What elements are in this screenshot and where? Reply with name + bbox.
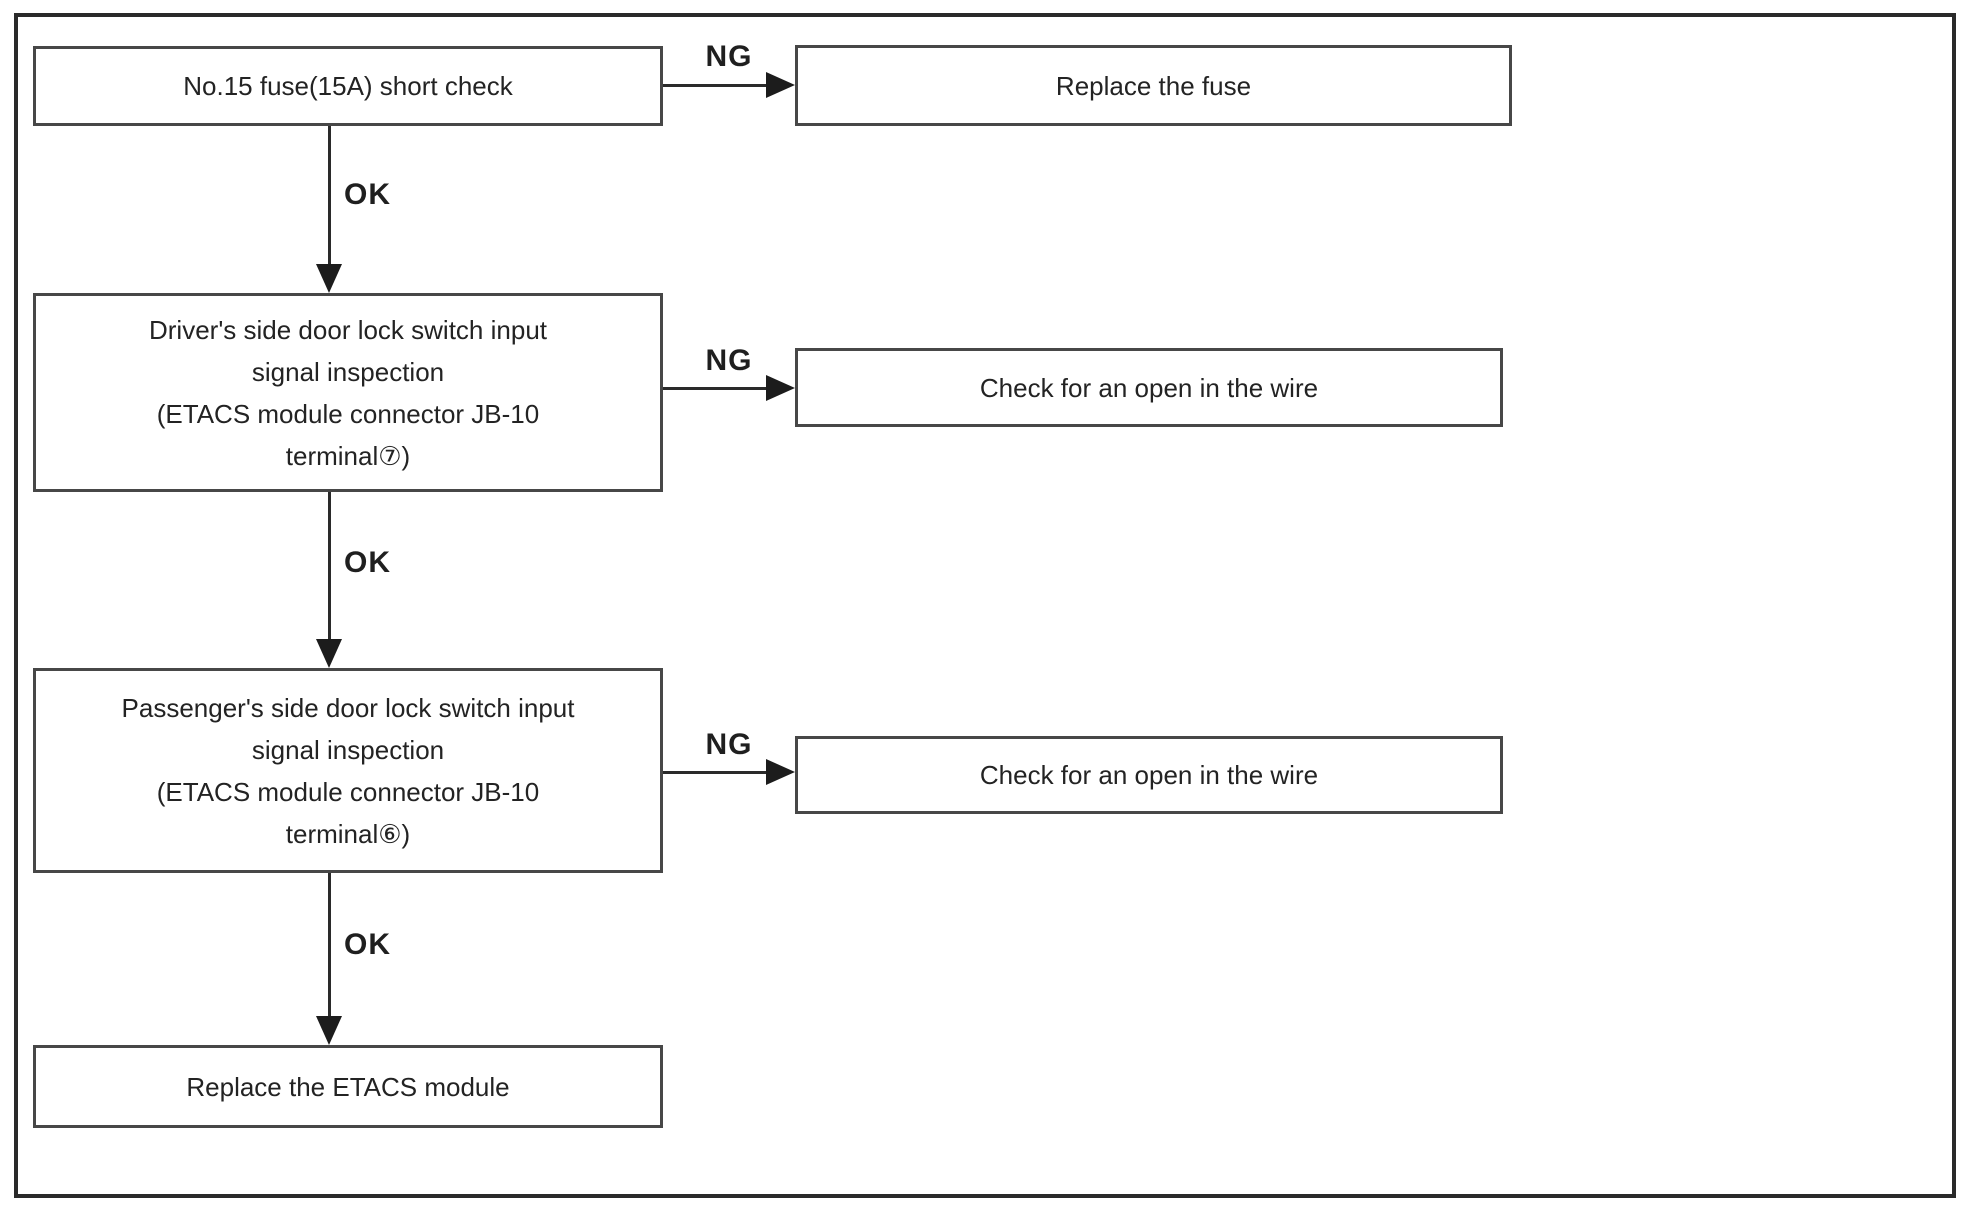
node-check-wire-2-label: Check for an open in the wire bbox=[979, 760, 1319, 790]
node-check-wire-1: Check for an open in the wire bbox=[795, 348, 1503, 427]
arrow-down-icon bbox=[316, 264, 342, 293]
node-replace-fuse: Replace the fuse bbox=[795, 45, 1512, 126]
ok-edge-2-line bbox=[328, 492, 331, 639]
node-fuse-check-label: No.15 fuse(15A) short check bbox=[183, 71, 513, 101]
ng-edge-3-line bbox=[663, 771, 766, 774]
node-replace-etacs-label: Replace the ETACS module bbox=[186, 1071, 510, 1102]
node-passenger-inspection-line-3: (ETACS module connector JB-10 bbox=[156, 776, 540, 807]
ng-edge-1-line bbox=[663, 84, 766, 87]
arrow-right-icon bbox=[766, 375, 795, 401]
arrow-right-icon bbox=[766, 72, 795, 98]
ok-edge-3-line bbox=[328, 873, 331, 1016]
node-replace-etacs: Replace the ETACS module bbox=[33, 1045, 663, 1128]
ok-edge-1-line bbox=[328, 126, 331, 264]
ng-edge-2-line bbox=[663, 387, 766, 390]
arrow-down-icon bbox=[316, 1016, 342, 1045]
node-check-wire-1-label: Check for an open in the wire bbox=[979, 372, 1319, 403]
ok-edge-2-label: OK bbox=[344, 546, 391, 579]
node-driver-inspection-line-3: (ETACS module connector JB-10 bbox=[156, 398, 540, 429]
node-driver-inspection: Driver's side door lock switch input sig… bbox=[33, 293, 663, 492]
node-passenger-inspection-line-2: signal inspection bbox=[251, 734, 445, 765]
node-passenger-inspection-line-4: terminal⑥) bbox=[285, 818, 411, 849]
node-driver-inspection-line-1: Driver's side door lock switch input bbox=[149, 314, 547, 345]
node-check-wire-2: Check for an open in the wire bbox=[795, 736, 1503, 814]
node-driver-inspection-line-2: signal inspection bbox=[251, 356, 445, 387]
ng-edge-1-label: NG bbox=[705, 40, 753, 73]
node-passenger-inspection-line-1: Passenger's side door lock switch input bbox=[121, 692, 575, 723]
arrow-right-icon bbox=[766, 759, 795, 785]
ng-edge-3-label: NG bbox=[705, 728, 753, 761]
node-passenger-inspection: Passenger's side door lock switch input … bbox=[33, 668, 663, 873]
node-replace-fuse-label: Replace the fuse bbox=[1055, 70, 1252, 101]
outer-frame bbox=[14, 13, 1956, 1198]
ng-edge-2-label: NG bbox=[705, 344, 753, 377]
node-driver-inspection-line-4: terminal⑦) bbox=[285, 440, 411, 471]
arrow-down-icon bbox=[316, 639, 342, 668]
ok-edge-3-label: OK bbox=[344, 928, 391, 961]
ok-edge-1-label: OK bbox=[344, 178, 391, 211]
node-fuse-check: No.15 fuse(15A) short check bbox=[33, 46, 663, 126]
